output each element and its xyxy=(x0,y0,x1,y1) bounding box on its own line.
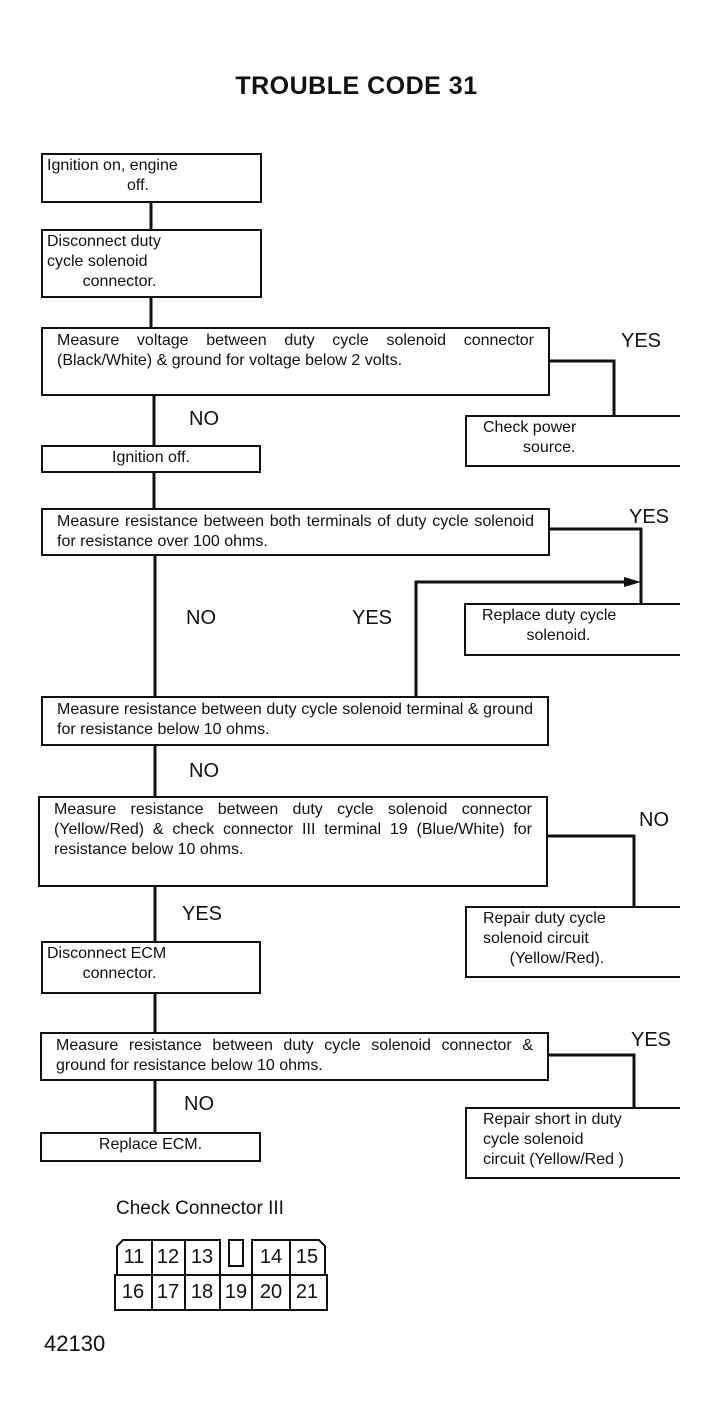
label-no: NO xyxy=(639,809,669,831)
pin-15: 15 xyxy=(295,1246,319,1268)
connector-outline xyxy=(114,1239,328,1311)
result-repair-circuit: Repair duty cycle solenoid circuit (Yell… xyxy=(465,906,680,978)
result-repair-short: Repair short in duty cycle solenoid circ… xyxy=(465,1107,680,1179)
chart-title: TROUBLE CODE 31 xyxy=(235,72,478,100)
step-measure-voltage: Measure voltage between duty cycle solen… xyxy=(41,327,550,396)
label-no: NO xyxy=(184,1093,214,1115)
pin-17: 17 xyxy=(156,1281,180,1303)
step-measure-resistance-terminals: Measure resistance between both terminal… xyxy=(41,508,550,556)
label-yes: YES xyxy=(352,607,393,629)
step-measure-resistance-ground: Measure resistance between duty cycle so… xyxy=(41,696,549,746)
label-no: NO xyxy=(189,760,219,782)
step-ignition-off: Ignition off. xyxy=(41,445,261,473)
pin-14: 14 xyxy=(259,1246,283,1268)
label-no: NO xyxy=(189,408,219,430)
label-yes: YES xyxy=(182,903,223,925)
pin-21: 21 xyxy=(295,1281,319,1303)
pin-13: 13 xyxy=(190,1246,214,1268)
figure-number: 42130 xyxy=(44,1331,106,1356)
label-yes: YES xyxy=(621,330,662,352)
step-disconnect-ecm: Disconnect ECM connector. xyxy=(41,941,261,994)
pin-16: 16 xyxy=(121,1281,145,1303)
check-connector-diagram: 11 12 13 14 15 16 17 18 19 20 21 xyxy=(113,1238,329,1312)
pin-12: 12 xyxy=(156,1246,180,1268)
result-replace-solenoid: Replace duty cycle solenoid. xyxy=(464,603,680,656)
step-disconnect-solenoid: Disconnect duty cycle solenoid connector… xyxy=(41,229,262,298)
step-measure-short: Measure resistance between duty cycle so… xyxy=(40,1032,549,1081)
pin-18: 18 xyxy=(190,1281,214,1303)
step-measure-resistance-connector: Measure resistance between duty cycle so… xyxy=(38,796,548,887)
pin-20: 20 xyxy=(259,1281,283,1303)
label-yes: YES xyxy=(629,506,670,528)
result-check-power: Check power source. xyxy=(465,415,680,467)
label-yes: YES xyxy=(631,1029,672,1051)
pin-11: 11 xyxy=(123,1246,145,1268)
connector-title: Check Connector III xyxy=(116,1198,284,1219)
step-ignition-on: Ignition on, engine off. xyxy=(41,153,262,203)
pin-19: 19 xyxy=(224,1281,248,1303)
label-no: NO xyxy=(186,607,216,629)
step-replace-ecm: Replace ECM. xyxy=(40,1132,261,1162)
